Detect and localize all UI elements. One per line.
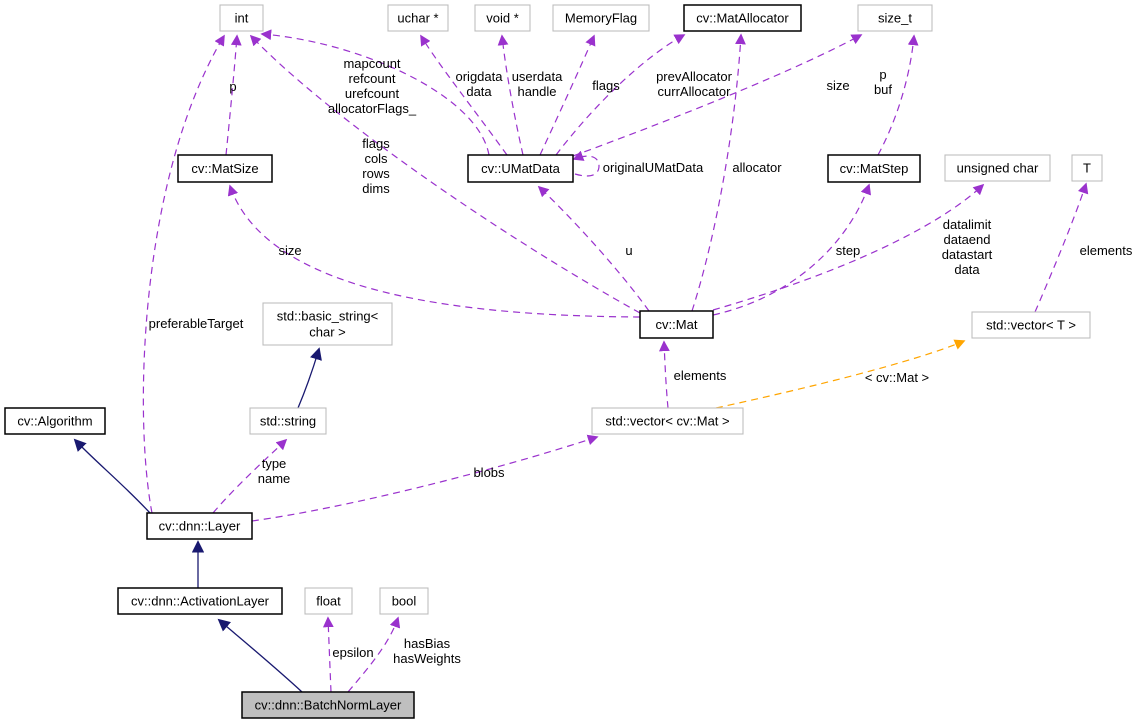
class-label-std-vector-t: std::vector< T > (986, 318, 1076, 333)
class-box-cv-matsize[interactable] (177, 154, 273, 183)
class-label-cv-dnn-activationlayer: cv::dnn::ActivationLayer (131, 594, 270, 609)
class-box-cv-dnn-batchnormlayer (241, 691, 415, 719)
edge-umatdata-size-sizet (572, 34, 863, 157)
class-box-std-vector-t (971, 311, 1091, 339)
class-box-cv-matallocator[interactable] (683, 4, 802, 32)
class-label-cv-matsize: cv::MatSize (191, 161, 258, 176)
class-box-cv-dnn-layer[interactable] (146, 512, 253, 540)
edge-label-step: step (836, 243, 861, 258)
class-label-memoryflag: MemoryFlag (565, 11, 637, 26)
edges-layer (73, 29, 1089, 693)
edge-umatdata-flags-memoryflag (539, 34, 596, 156)
class-label-size-t: size_t (878, 11, 912, 26)
edge-mat-flags-int (249, 34, 641, 314)
edge-matsize-p-int (225, 34, 242, 156)
class-box-std-basic-string (262, 302, 393, 346)
edge-matstep-pbuf-sizet (877, 34, 919, 156)
class-label-cv-matstep: cv::MatStep (840, 161, 909, 176)
class-box-int (219, 4, 264, 32)
edge-umatdata-prevallocator-matallocator (555, 34, 686, 156)
edge-label-u: u (625, 243, 632, 258)
class-label-cv-dnn-batchnormlayer: cv::dnn::BatchNormLayer (255, 698, 402, 713)
edge-umatdata-origdata-uchar (420, 34, 508, 156)
class-label-uchar-ptr: uchar * (397, 11, 438, 26)
class-box-std-vector-cv-mat (591, 407, 744, 435)
edge-umatdata-userdata-void (497, 34, 524, 156)
edge-vectort-elements-t (1034, 182, 1089, 313)
edge-label-elements-t: elements (1080, 243, 1133, 258)
class-box-memoryflag (552, 4, 650, 32)
edge-layer-preferabletarget-int (142, 34, 225, 514)
class-box-bool (379, 587, 429, 615)
class-box-unsigned-char (944, 154, 1051, 182)
edge-label-size-sizet: size (826, 78, 849, 93)
edge-label-flags-memoryflag: flags (592, 78, 620, 93)
class-box-uchar-ptr (387, 4, 449, 32)
edge-umatdata-originalumatdata-self (572, 150, 600, 177)
edge-vectormat-elements-mat (659, 340, 670, 409)
class-label-std-string: std::string (260, 414, 316, 429)
class-label-cv-dnn-layer: cv::dnn::Layer (159, 519, 241, 534)
class-box-void-ptr (474, 4, 531, 32)
class-label-t: T (1083, 161, 1091, 176)
class-box-cv-algorithm[interactable] (4, 407, 106, 435)
edge-label-blobs: blobs (473, 465, 505, 480)
class-label-int: int (235, 11, 249, 26)
edge-layer-blobs-vectormat (251, 434, 599, 522)
edge-vectormat-template-vectort (715, 339, 966, 409)
edge-batchnorm-epsilon-float (322, 616, 334, 693)
edge-label-epsilon: epsilon (332, 645, 373, 660)
class-box-std-string (249, 407, 327, 435)
class-label-bool: bool (392, 594, 417, 609)
edge-mat-u-umatdata (537, 185, 650, 312)
class-box-float (304, 587, 353, 615)
class-label-cv-umatdata: cv::UMatData (481, 161, 561, 176)
edge-label-template-cvmat: < cv::Mat > (865, 370, 929, 385)
edge-string-inherits-basicstring (297, 347, 322, 409)
class-label-cv-matallocator: cv::MatAllocator (696, 11, 789, 26)
class-label-cv-algorithm: cv::Algorithm (17, 414, 92, 429)
edge-umatdata-mapcount-int (260, 29, 490, 156)
edge-label-elements-mat: elements (674, 368, 727, 383)
edge-mat-datalimit-unsignedchar (712, 183, 985, 311)
class-label-cv-mat: cv::Mat (656, 317, 698, 332)
class-label-std-basic-string: std::basic_string<char > (277, 309, 379, 340)
class-box-t (1071, 154, 1103, 182)
edge-mat-step-matstep (712, 183, 872, 316)
edge-label-allocator: allocator (732, 160, 782, 175)
edge-label-originalumatdata: originalUMatData (603, 160, 704, 175)
class-label-void-ptr: void * (486, 11, 519, 26)
class-box-cv-matstep[interactable] (827, 154, 921, 183)
edge-batchnorm-inherits-activationlayer (217, 618, 303, 693)
class-label-unsigned-char: unsigned char (957, 161, 1039, 176)
edge-mat-size-matsize (227, 184, 641, 318)
edge-label-p-matsize: p (229, 79, 236, 94)
edge-label-preferabletarget: preferableTarget (149, 316, 244, 331)
edge-label-size-matsize: size (278, 243, 301, 258)
class-box-size-t (857, 4, 933, 32)
nodes-layer: int uchar * void * MemoryFlag cv::MatAllocat… (4, 4, 1103, 719)
class-box-cv-mat[interactable] (639, 310, 714, 339)
class-box-cv-dnn-activationlayer[interactable] (117, 587, 283, 615)
class-label-float: float (316, 594, 341, 609)
edge-layer-inherits-algorithm (73, 438, 151, 514)
class-label-std-vector-cv-mat: std::vector< cv::Mat > (605, 414, 729, 429)
class-box-cv-umatdata[interactable] (467, 154, 574, 183)
